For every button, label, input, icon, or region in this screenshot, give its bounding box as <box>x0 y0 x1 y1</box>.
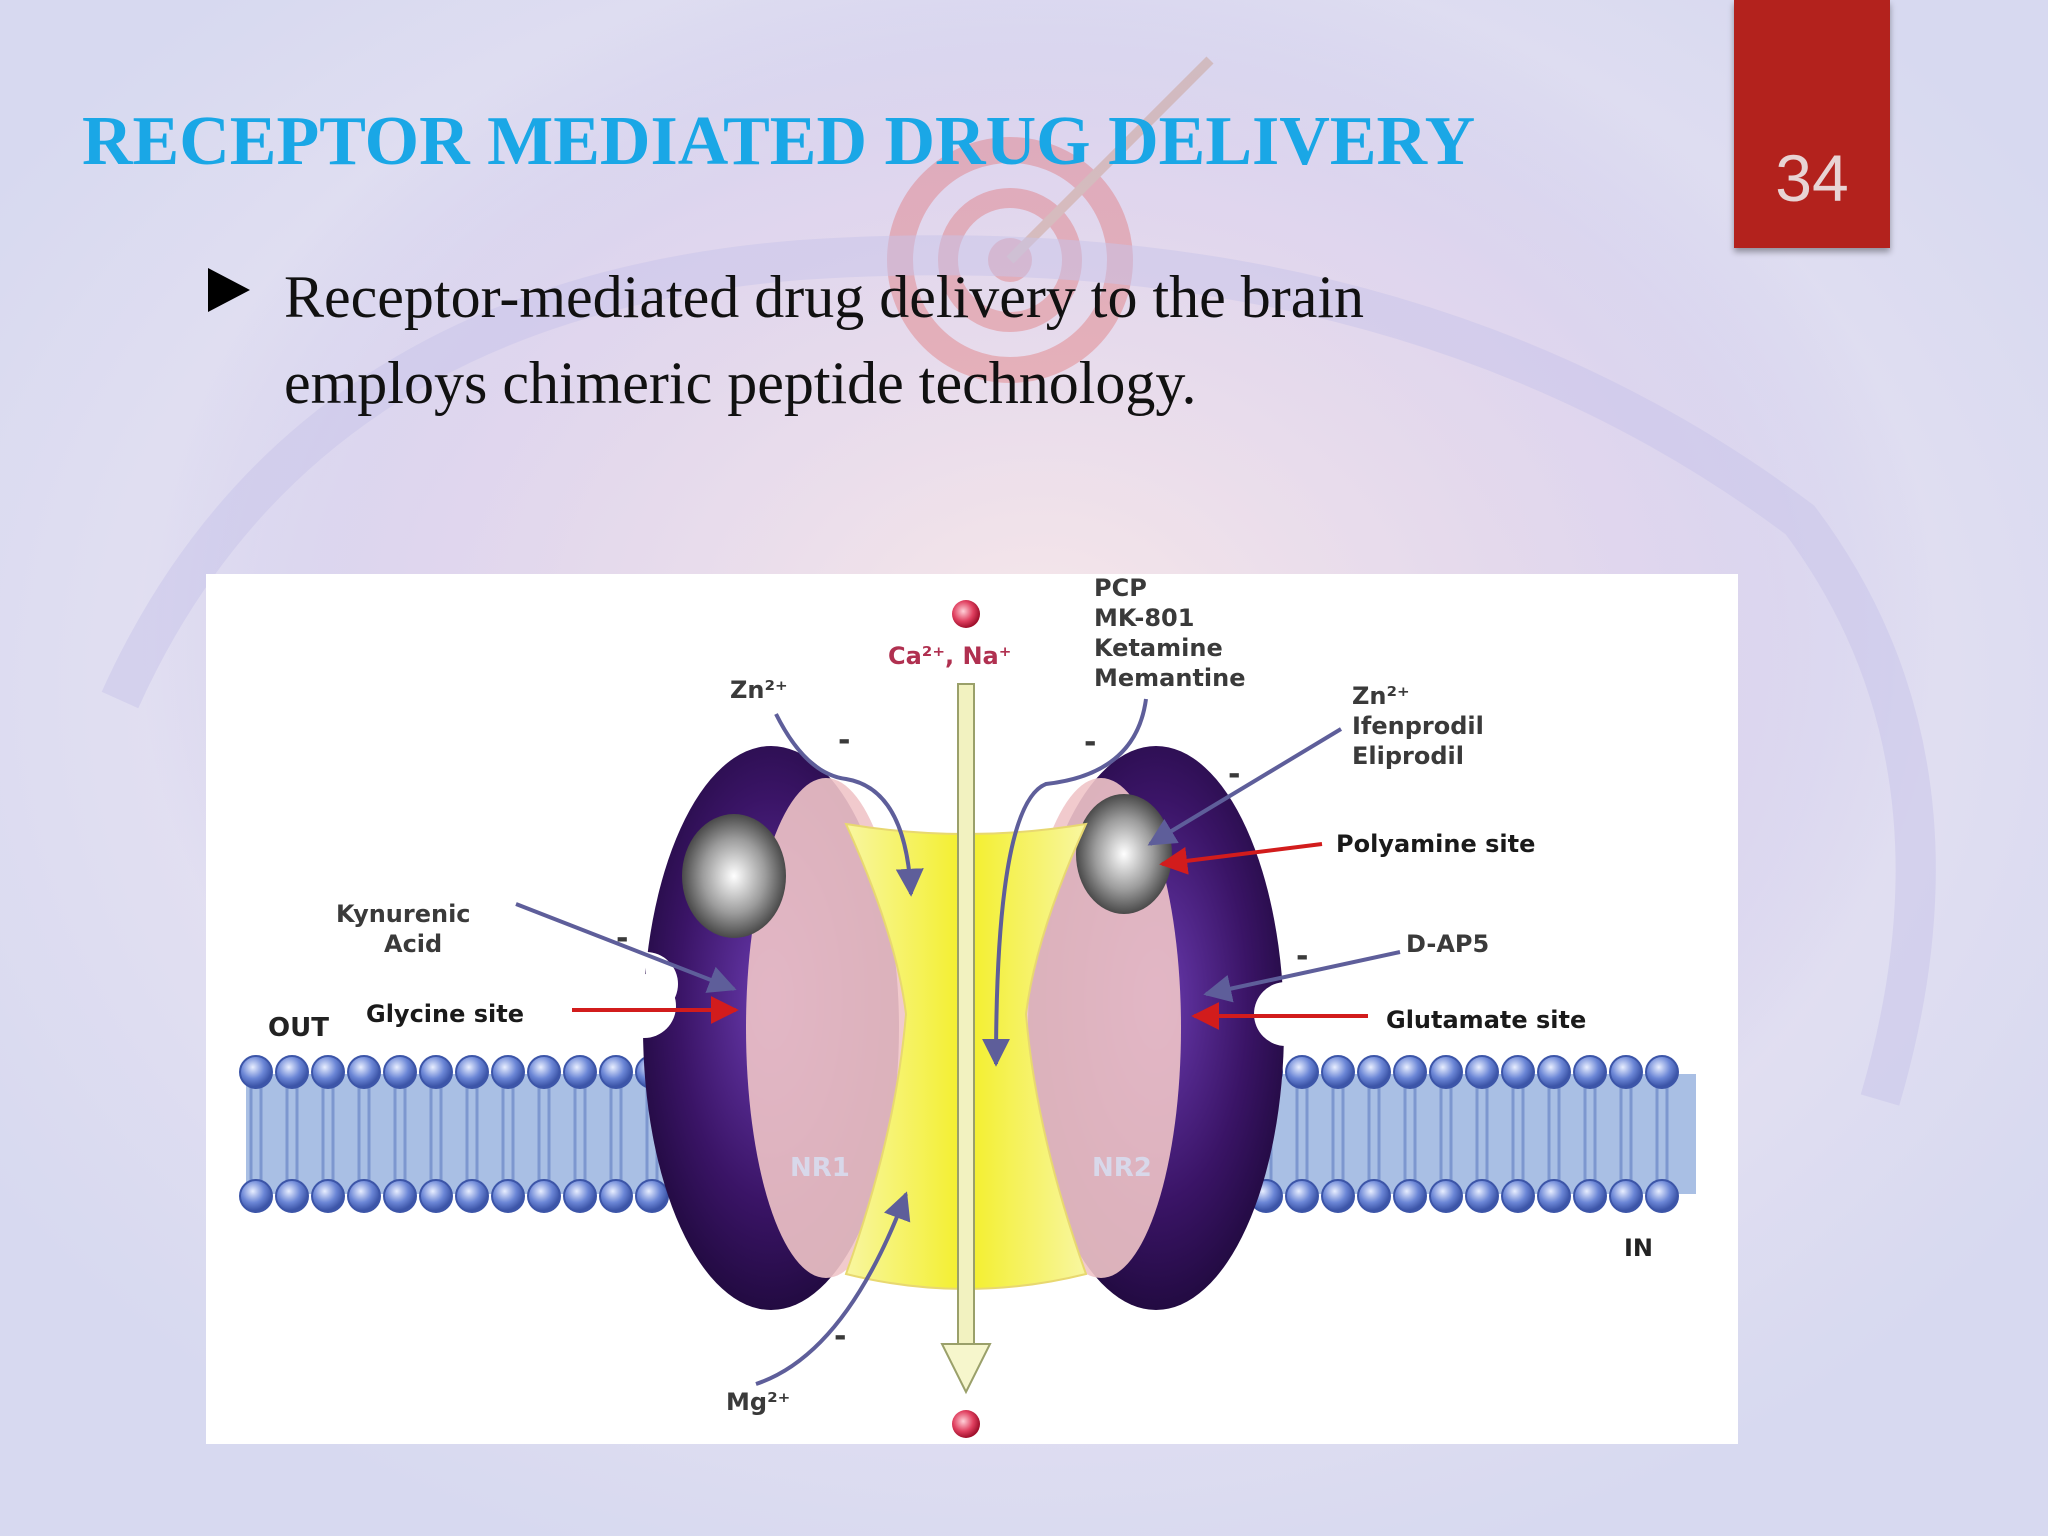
lipid-head <box>1537 1055 1571 1089</box>
glycine-site-label: Glycine site <box>366 1000 524 1028</box>
blocker-arrow <box>982 698 1148 1067</box>
slide-title: RECEPTOR MEDIATED DRUG DELIVERY <box>82 103 1476 180</box>
ion-top <box>952 600 980 628</box>
nmda-receptor-diagram: - - - - - - Ca²⁺, Na⁺ Zn²⁺ PCP MK-801 Ke… <box>239 574 1696 1438</box>
blocker-label: MK-801 <box>1094 604 1194 632</box>
ion-flow-arrow <box>940 683 992 1395</box>
lipid-head <box>527 1179 561 1213</box>
lipid-head <box>1429 1055 1463 1089</box>
mg-arrow <box>755 1191 911 1386</box>
page-number-tab: 34 <box>1734 0 1890 248</box>
bullet-text-line-1: Receptor-mediated drug delivery to the b… <box>284 264 1365 330</box>
nr2-label: NR2 <box>1092 1153 1152 1183</box>
in-label: IN <box>1624 1234 1653 1262</box>
lipid-head <box>383 1055 417 1089</box>
blocker-label: Ketamine <box>1094 634 1223 662</box>
lipid-head <box>1537 1179 1571 1213</box>
minus-sign: - <box>1296 939 1308 974</box>
lipid-head <box>347 1179 381 1213</box>
kynurenic-label: Kynurenic <box>336 900 471 928</box>
lipid-head <box>1357 1055 1391 1089</box>
zn-left-label: Zn²⁺ <box>730 676 788 704</box>
minus-sign: - <box>834 1319 846 1354</box>
lipid-head <box>599 1055 633 1089</box>
minus-sign: - <box>616 921 628 956</box>
bullet-text-line-2: employs chimeric peptide technology. <box>284 350 1197 416</box>
lipid-head <box>1285 1055 1319 1089</box>
lipid-head <box>563 1179 597 1213</box>
lipid-head <box>1429 1179 1463 1213</box>
nmda-receptor-figure: - - - - - - Ca²⁺, Na⁺ Zn²⁺ PCP MK-801 Ke… <box>206 574 1738 1444</box>
lipid-head <box>419 1179 453 1213</box>
mg-label: Mg²⁺ <box>726 1388 790 1416</box>
lipid-head <box>527 1055 561 1089</box>
lipid-head <box>455 1055 489 1089</box>
nr2-modulator-label: Eliprodil <box>1352 742 1464 770</box>
ion-bottom <box>952 1410 980 1438</box>
nr2-modulator-arrow <box>1147 727 1343 846</box>
lipid-head <box>1609 1055 1643 1089</box>
lipid-head <box>1321 1179 1355 1213</box>
lipid-head <box>1609 1179 1643 1213</box>
lipid-head <box>1465 1055 1499 1089</box>
lipid-head <box>1645 1055 1679 1089</box>
lipid-head <box>311 1179 345 1213</box>
lipid-head <box>239 1179 273 1213</box>
kynurenic-arrow <box>515 902 737 993</box>
bullet-point: Receptor-mediated drug delivery to the b… <box>208 254 1568 426</box>
lipid-head <box>1573 1055 1607 1089</box>
lipid-head <box>275 1055 309 1089</box>
lipid-head <box>1285 1179 1319 1213</box>
nr1-label: NR1 <box>790 1153 850 1183</box>
lipid-head <box>239 1055 273 1089</box>
minus-sign: - <box>1084 725 1096 760</box>
lipid-head <box>455 1179 489 1213</box>
page-number: 34 <box>1775 141 1849 215</box>
lipid-head <box>491 1179 525 1213</box>
lipid-head <box>1501 1179 1535 1213</box>
blocker-label: PCP <box>1094 574 1147 602</box>
lipid-head <box>1393 1179 1427 1213</box>
lipid-head <box>347 1055 381 1089</box>
nr2-modulator-label: Ifenprodil <box>1352 712 1484 740</box>
polyamine-site-label: Polyamine site <box>1336 830 1535 858</box>
kynurenic-label: Acid <box>384 930 442 958</box>
blocker-label: Memantine <box>1094 664 1246 692</box>
lipid-head <box>1465 1179 1499 1213</box>
lipid-head <box>1573 1179 1607 1213</box>
glutamate-site-label: Glutamate site <box>1386 1006 1586 1034</box>
polyamine-arrow <box>1159 842 1323 875</box>
dap5-arrow <box>1203 950 1401 1003</box>
lipid-head <box>491 1055 525 1089</box>
out-label: OUT <box>268 1013 329 1043</box>
minus-sign: - <box>1228 757 1240 792</box>
lipid-head <box>1357 1179 1391 1213</box>
lipid-head <box>275 1179 309 1213</box>
lipid-head <box>311 1055 345 1089</box>
lipid-head <box>1645 1179 1679 1213</box>
lipid-head <box>635 1179 669 1213</box>
glycine-binding-notch <box>612 974 676 1038</box>
lipid-head <box>1501 1055 1535 1089</box>
bullet-arrow-icon <box>208 268 250 312</box>
nr1-subunit <box>643 746 906 1310</box>
minus-sign: - <box>838 723 850 758</box>
lipid-head <box>383 1179 417 1213</box>
ions-label: Ca²⁺, Na⁺ <box>888 642 1011 670</box>
dap5-label: D-AP5 <box>1406 930 1489 958</box>
lipid-head <box>419 1055 453 1089</box>
lipid-head <box>599 1179 633 1213</box>
lipid-head <box>1321 1055 1355 1089</box>
zn-left-arrow <box>774 713 924 897</box>
lipid-head <box>563 1055 597 1089</box>
nr2-modulator-label: Zn²⁺ <box>1352 682 1410 710</box>
lipid-head <box>1393 1055 1427 1089</box>
